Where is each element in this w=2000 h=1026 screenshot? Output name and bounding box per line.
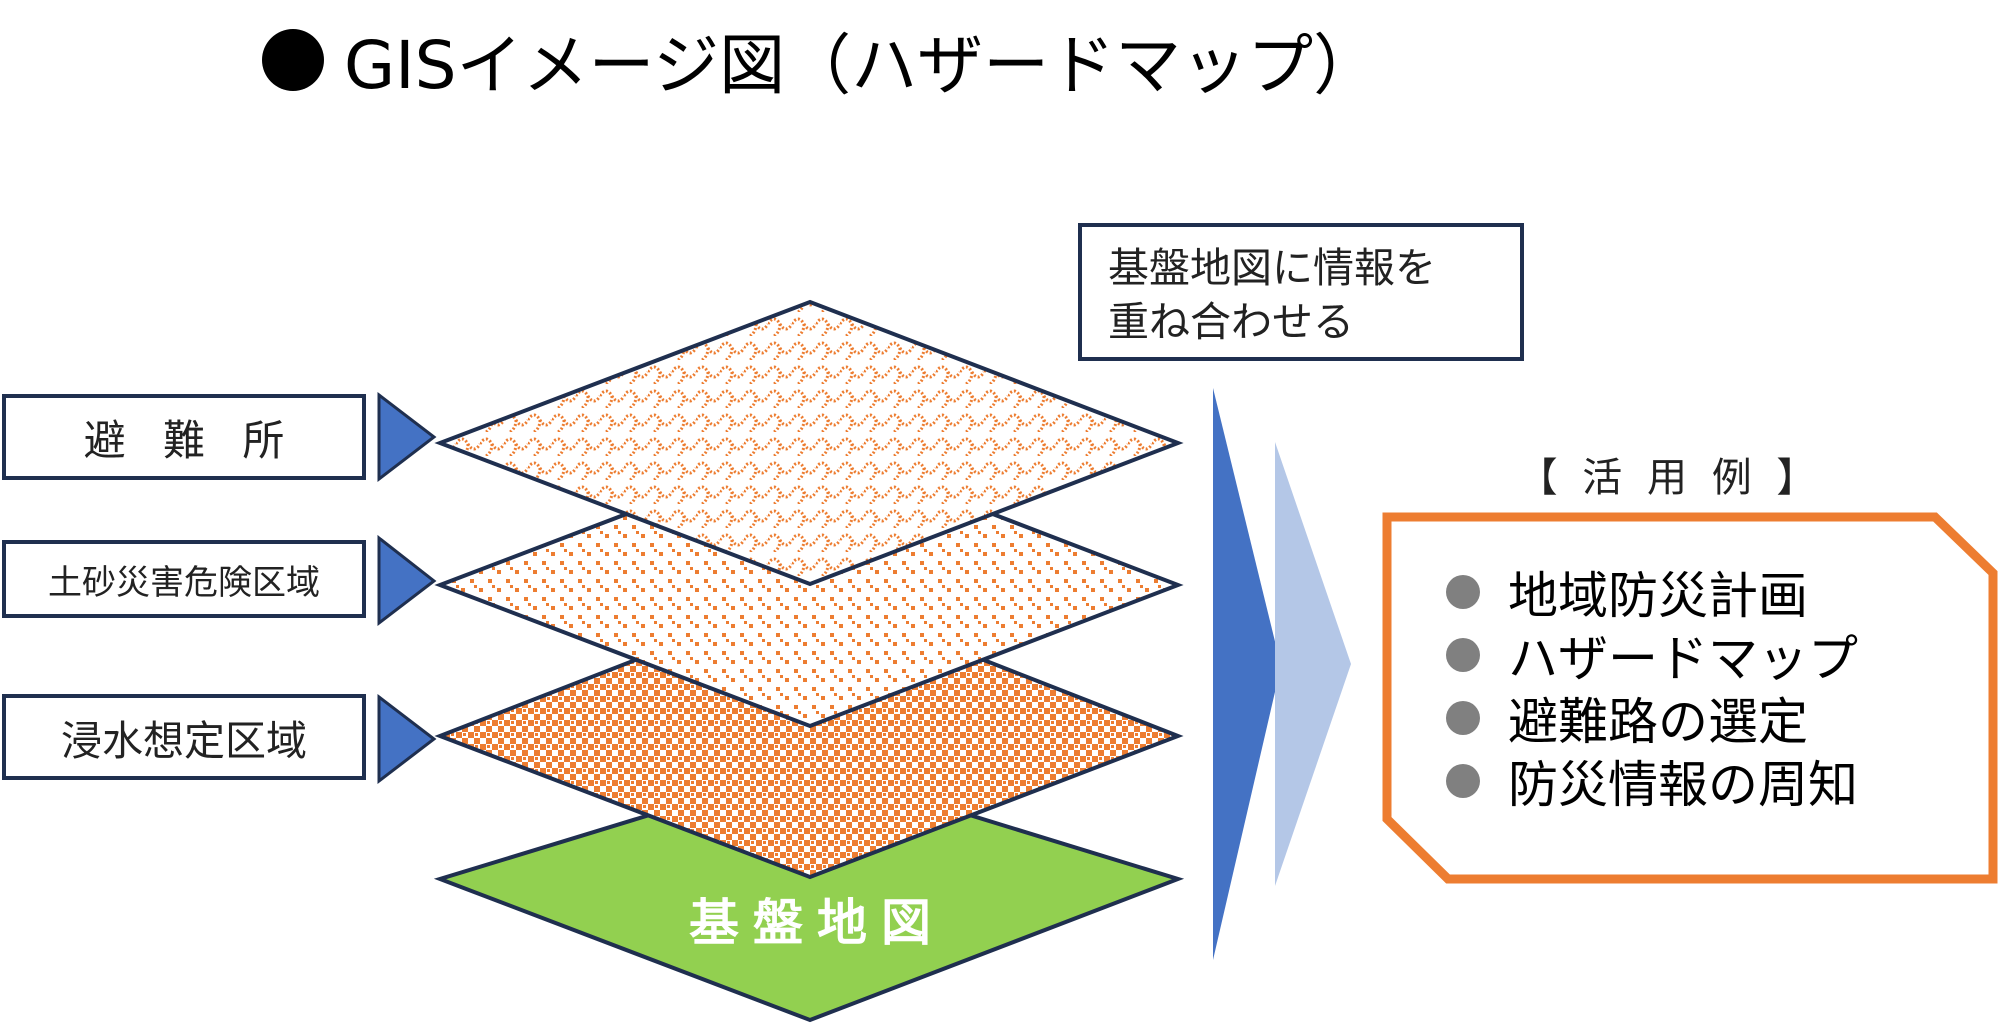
usage-item-label: 防災情報の周知 <box>1508 755 1858 814</box>
flood-zone-label: 浸水想定区域 <box>2 694 366 780</box>
usage-list-item: 防災情報の周知 <box>1446 749 1858 814</box>
title-text: GISイメージ図（ハザードマップ） <box>344 27 1380 104</box>
base-map-layer <box>433 763 1185 1023</box>
flood-zone-layer <box>434 589 1184 880</box>
usage-list-item: 避難路の選定 <box>1446 686 1858 751</box>
usage-item-label: 避難路の選定 <box>1508 692 1808 751</box>
usage-list-item: ハザードマップ <box>1446 623 1858 688</box>
usage-item-label: 地域防災計画 <box>1508 566 1808 625</box>
usage-callout-frame <box>1382 512 1998 884</box>
usage-heading: 【 活 用 例 】 <box>1517 455 1823 501</box>
flood-pointer-triangle <box>377 693 437 785</box>
overlay-arrow-light <box>1275 442 1351 886</box>
bullet-icon <box>1446 637 1480 672</box>
page-title: GISイメージ図（ハザードマップ） <box>262 18 1379 104</box>
overlay-note-line-1: 基盤地図に情報を <box>1108 244 1436 292</box>
overlay-arrow-dark <box>1213 388 1281 960</box>
shelter-label: 避 難 所 <box>2 394 366 480</box>
bullet-icon <box>1446 763 1480 798</box>
overlay-note-box: 基盤地図に情報を 重ね合わせる <box>1078 223 1524 361</box>
usage-item-label: ハザードマップ <box>1508 629 1858 688</box>
overlay-note-line-2: 重ね合わせる <box>1108 298 1354 346</box>
shelter-pointer-triangle <box>377 391 437 483</box>
sediment-pointer-triangle <box>377 534 437 627</box>
sediment-hazard-label: 土砂災害危険区域 <box>2 540 366 618</box>
bullet-icon <box>1446 574 1480 609</box>
shelter-layer <box>434 299 1184 587</box>
title-bullet-icon <box>262 29 324 91</box>
usage-list: 地域防災計画 ハザードマップ 避難路の選定 防災情報の周知 <box>1446 560 1858 814</box>
bullet-icon <box>1446 700 1480 735</box>
usage-list-item: 地域防災計画 <box>1446 560 1858 625</box>
base-map-label: 基盤地図 <box>689 894 945 952</box>
